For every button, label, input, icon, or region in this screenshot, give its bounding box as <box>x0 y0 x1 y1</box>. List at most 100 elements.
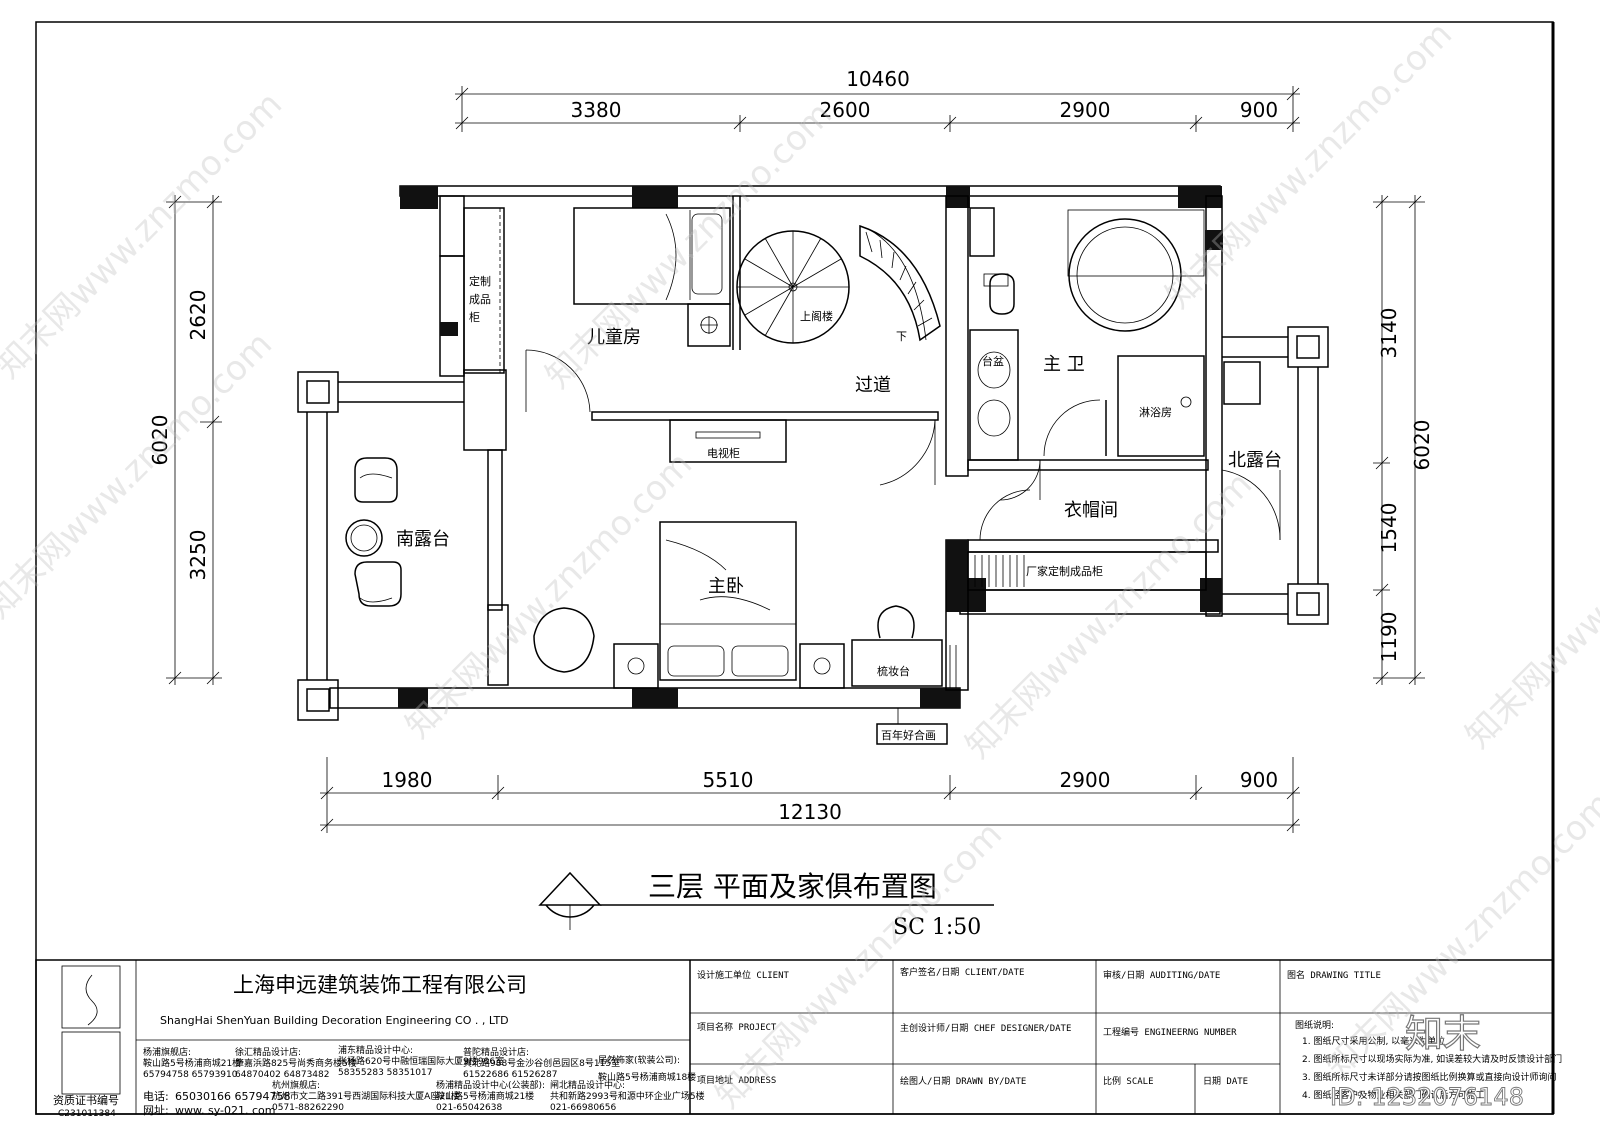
master-bedroom: 主卧 梳妆台 百年好合画 <box>533 521 948 745</box>
branch-1-name: 杨浦旗舰店: <box>143 1046 191 1058</box>
dim-top-seg-4: 900 <box>1240 98 1278 122</box>
north-arrow-icon <box>538 871 602 906</box>
client-sign-label: 客户签名/日期 CLIENT/DATE <box>900 966 1024 978</box>
dim-left-seg-1: 2620 <box>186 290 210 341</box>
branch-7-addr: 鞍山路5号杨浦商城21楼 <box>436 1090 534 1102</box>
custom-cabinet-label-1: 定制 <box>469 274 491 288</box>
branch-3-addr: 张杨路620号中融恒瑞国际大厦9楼906室 <box>338 1055 504 1067</box>
note-3: 3. 图纸所标尺寸未详部分请按图纸比例换算或直接向设计师询问 <box>1302 1071 1556 1083</box>
basin-label: 台盆 <box>982 354 1004 368</box>
branch-5-name: 居然饰家(软装公司): <box>598 1054 680 1066</box>
cert-number: C231011384 <box>58 1109 116 1119</box>
dim-top-seg-2: 2600 <box>820 98 871 122</box>
branch-3-tel: 58355283 58351017 <box>338 1068 432 1078</box>
branch-8-name: 闸北精品设计中心: <box>550 1079 625 1091</box>
branch-4-tel: 61522686 61526287 <box>463 1070 557 1080</box>
tv-cabinet-label: 电视柜 <box>707 446 740 460</box>
armchair-icon <box>533 607 595 673</box>
dim-bottom-total: 12130 <box>778 800 842 824</box>
dim-top-seg-3: 2900 <box>1060 98 1111 122</box>
dim-bottom-seg-4: 900 <box>1240 768 1278 792</box>
bottom-dimensions: 1980 5510 2900 900 12130 <box>320 757 1300 833</box>
dresser-label: 梳妆台 <box>877 664 910 678</box>
tv-cabinet: 电视柜 <box>669 419 787 463</box>
sink-icon <box>977 351 1011 389</box>
room-label-corridor: 过道 <box>855 375 891 396</box>
branch-7-name: 杨浦精品设计中心(公装部): <box>436 1079 545 1091</box>
spiral-stair: 上阁楼 下 <box>736 224 941 344</box>
branch-1-addr: 鞍山路5号杨浦商城21楼 <box>143 1057 241 1069</box>
dim-bottom-seg-3: 2900 <box>1060 768 1111 792</box>
painting-label: 百年好合画 <box>881 728 936 742</box>
branch-6-tel: 0571-88262290 <box>272 1103 344 1113</box>
drawing-title-text: 三层 平面及家俱布置图 <box>648 870 937 903</box>
phone-label: 电话: <box>143 1090 169 1103</box>
dim-left-total: 6020 <box>148 415 172 466</box>
south-terrace: 南露台 <box>297 371 464 721</box>
drawing-title-label: 图名 DRAWING TITLE <box>1287 969 1381 981</box>
branch-8-tel: 021-66980656 <box>550 1103 617 1113</box>
custom-cabinet-label-3: 柜 <box>469 311 480 324</box>
watermark-text: 知末网www.znzmo.com <box>0 324 280 626</box>
client-unit-label: 设计施工单位 CLIENT <box>697 969 790 981</box>
armchair-icon <box>354 457 398 503</box>
company-name-en: ShangHai ShenYuan Building Decoration En… <box>160 1014 509 1027</box>
phone-value: 65030166 65794758 <box>175 1090 290 1103</box>
bed-icon <box>573 207 731 305</box>
date-label: 日期 DATE <box>1203 1076 1248 1087</box>
dim-top-seg-1: 3380 <box>571 98 622 122</box>
room-label-kids-room: 儿童房 <box>587 327 641 348</box>
room-label-south-terrace: 南露台 <box>396 529 450 550</box>
scale-label: 比例 SCALE <box>1103 1075 1154 1087</box>
watermark-id: ID: 1232076148 <box>1330 1083 1524 1111</box>
watermark-text: 知末网www.znzmo.com <box>708 814 1010 1116</box>
dim-bottom-seg-2: 5510 <box>703 768 754 792</box>
branch-6-addr: 杭州市文二路391号西湖国际科技大厦A座21楼 <box>272 1090 460 1102</box>
watermark-brand: 知末 <box>1405 1012 1481 1056</box>
title-block: 上海申远建筑装饰工程有限公司 ShangHai ShenYuan Buildin… <box>35 959 1562 1119</box>
room-label-north-terrace: 北露台 <box>1228 450 1282 471</box>
bathtub-icon <box>1068 218 1182 332</box>
web-label: 网址: <box>143 1103 169 1117</box>
custom-cabinet: 定制 成品 柜 <box>463 207 505 374</box>
drawing-title: 三层 平面及家俱布置图 SC 1:50 <box>538 870 994 940</box>
branch-2-name: 徐汇精品设计店: <box>235 1046 301 1058</box>
stair-down-label: 下 <box>896 330 907 343</box>
dim-right-seg-2: 1540 <box>1377 503 1401 554</box>
nightstand-icon <box>687 303 731 347</box>
note-2: 2. 图纸所标尺寸以现场实际为准, 如误差较大请及时反馈设计部门 <box>1302 1053 1562 1065</box>
branch-3-name: 浦东精品设计中心: <box>338 1044 413 1056</box>
shower-label: 淋浴房 <box>1139 406 1172 419</box>
notes-title: 图纸说明: <box>1295 1019 1334 1031</box>
custom-cabinet-label-2: 成品 <box>469 293 491 306</box>
armchair-icon <box>354 561 402 607</box>
dim-right-total: 6020 <box>1410 420 1434 471</box>
address-label: 项目地址 ADDRESS <box>697 1074 776 1086</box>
toilet-icon <box>989 273 1015 315</box>
engineering-number-label: 工程编号 ENGINEERNG NUMBER <box>1103 1026 1237 1038</box>
note-4: 4. 图纸经客户及物业相关部门确认后方可施工 <box>1302 1089 1484 1101</box>
branch-4-name: 普陀精品设计店: <box>463 1046 529 1058</box>
kids-room: 儿童房 <box>525 207 731 413</box>
dim-top-total: 10460 <box>846 67 910 91</box>
north-terrace: 北露台 <box>1221 326 1329 625</box>
cert-label: 资质证书编号 <box>53 1093 119 1107</box>
dim-bottom-seg-1: 1980 <box>382 768 433 792</box>
branch-2-addr: 肇嘉浜路825号尚秀商务楼5楼 <box>235 1057 357 1069</box>
closet: 衣帽间 厂家定制成品柜 <box>967 489 1207 591</box>
shower-room <box>1117 355 1205 457</box>
nightstand-icon <box>799 643 845 689</box>
branch-4-addr: 真北路988号金沙谷创邑园区8号115室 <box>463 1057 620 1069</box>
right-dimensions: 3140 1540 1190 6020 <box>1373 195 1434 685</box>
watermark-text: 知末网www.znzmo.com <box>538 94 840 396</box>
factory-cabinet-label: 厂家定制成品柜 <box>1026 564 1103 578</box>
auditing-label: 审核/日期 AUDITING/DATE <box>1103 969 1220 981</box>
corridor: 过道 <box>855 375 936 486</box>
branch-2-tel: 64870402 64873482 <box>235 1070 329 1080</box>
drawing-scale-text: SC 1:50 <box>893 915 981 940</box>
dim-right-seg-3: 1190 <box>1377 612 1401 663</box>
branch-8-addr: 共和新路2993号和源中环企业广场5楼 <box>550 1090 705 1102</box>
room-label-master-bedroom: 主卧 <box>708 576 744 597</box>
nightstand-icon <box>613 643 659 689</box>
